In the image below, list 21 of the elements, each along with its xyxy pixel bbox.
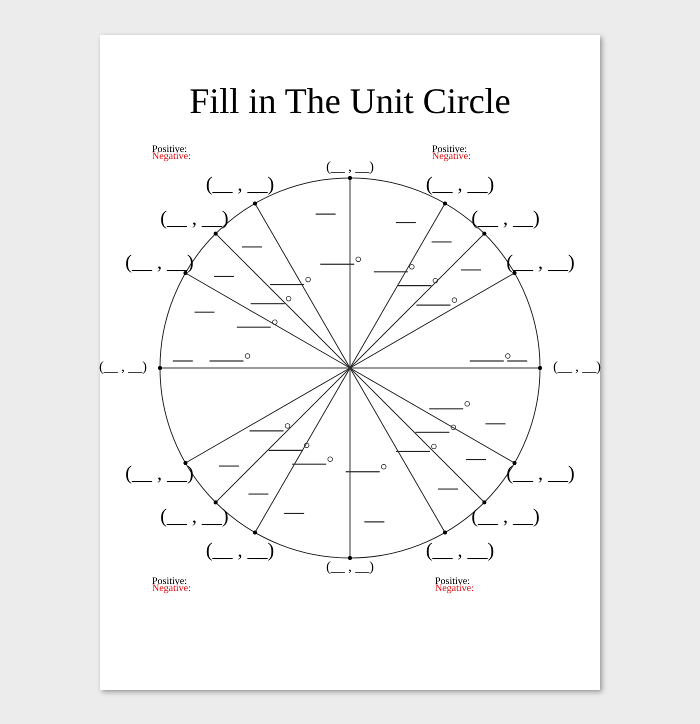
coordinate-label: (__ , __)	[125, 462, 194, 485]
coordinate-label: (__ , __)	[553, 360, 601, 376]
coordinate-label: (__ , __)	[99, 360, 147, 376]
coordinate-label: (__ , __)	[426, 539, 494, 562]
coordinate-label: (__ , __)	[206, 174, 274, 197]
negative-label: Negative:	[432, 152, 471, 162]
negative-label: Negative:	[152, 152, 191, 162]
coordinate-label: (__ , __)	[206, 539, 274, 562]
coordinate-label: (__ , __)	[471, 506, 540, 529]
negative-label: Negative:	[152, 584, 191, 594]
coordinate-label: (__ , __)	[160, 207, 229, 230]
coordinate-label: (__ , __)	[506, 462, 575, 485]
coordinate-label: (__ , __)	[326, 560, 374, 576]
title: Fill in The Unit Circle	[188, 80, 512, 122]
negative-label: Negative:	[435, 584, 474, 594]
coordinate-label: (__ , __)	[160, 506, 229, 529]
coordinate-label: (__ , __)	[125, 251, 194, 274]
coordinate-label: (__ , __)	[326, 160, 374, 176]
coordinate-label: (__ , __)	[471, 207, 540, 230]
coordinate-label: (__ , __)	[506, 251, 575, 274]
coordinate-label: (__ , __)	[426, 174, 494, 197]
